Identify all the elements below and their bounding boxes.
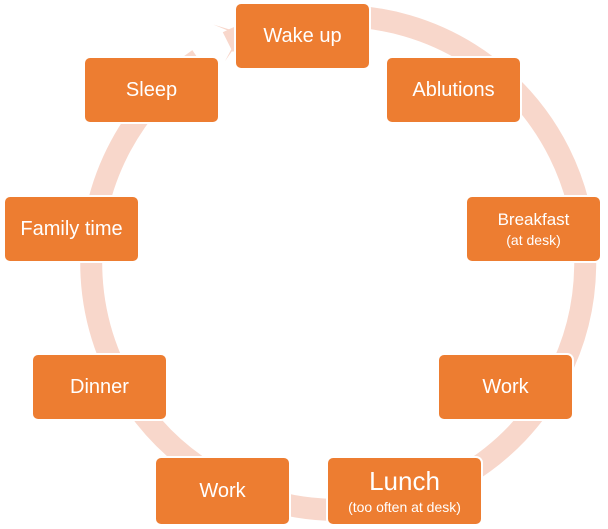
step-label: Dinner <box>70 375 129 398</box>
step-sleep: Sleep <box>83 56 220 124</box>
step-label: Family time <box>20 217 123 240</box>
step-label: Breakfast <box>497 209 570 229</box>
step-wake-up: Wake up <box>234 2 371 70</box>
step-label: Wake up <box>263 24 342 47</box>
step-dinner: Dinner <box>31 353 168 421</box>
step-breakfast: Breakfast (at desk) <box>465 195 602 263</box>
step-work-morning: Work <box>437 353 574 421</box>
step-ablutions: Ablutions <box>385 56 522 124</box>
step-label: Work <box>482 375 529 398</box>
step-lunch: Lunch (too often at desk) <box>326 456 483 526</box>
step-family-time: Family time <box>3 195 140 263</box>
step-sublabel: (too often at desk) <box>348 499 461 516</box>
step-label: Work <box>199 479 246 502</box>
step-sublabel: (at desk) <box>506 232 561 249</box>
step-label: Ablutions <box>412 78 495 101</box>
step-label: Lunch <box>369 465 440 496</box>
step-work-afternoon: Work <box>154 456 291 526</box>
step-label: Sleep <box>125 78 178 101</box>
